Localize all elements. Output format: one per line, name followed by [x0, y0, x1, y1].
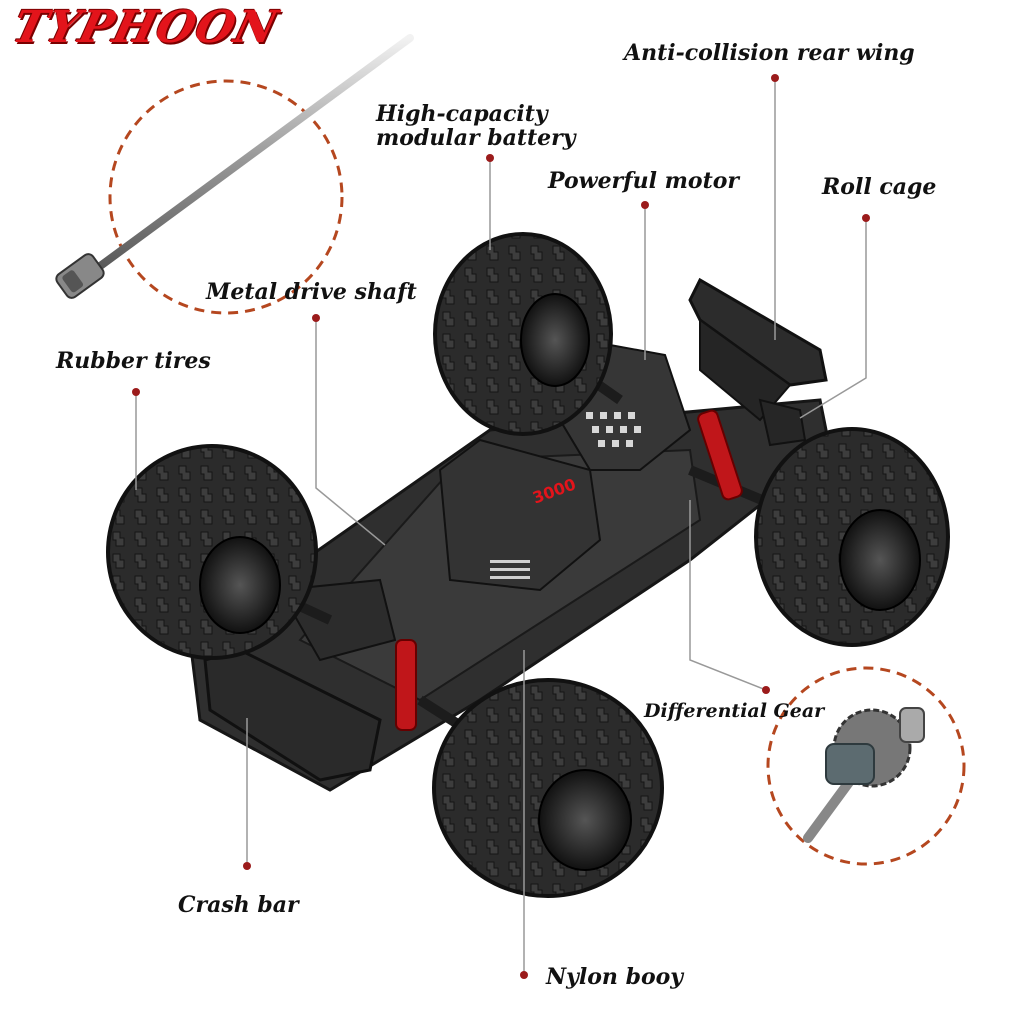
label-differential: Differential Gear — [644, 700, 825, 722]
differential-inset — [766, 666, 966, 866]
dashed-circle — [766, 666, 966, 866]
shock-front-right — [395, 639, 417, 731]
tires — [106, 232, 950, 898]
drive-shaft-inset — [55, 34, 414, 315]
battery-cover — [438, 438, 602, 592]
label-tires: Rubber tires — [56, 348, 211, 374]
callout-line-differential — [689, 500, 767, 691]
label-drive-shaft: Metal drive shaft — [206, 279, 417, 305]
dashed-circle — [108, 79, 344, 315]
drive-shaft-rod — [84, 34, 414, 279]
roll-cage — [758, 398, 807, 447]
tire-front-left — [106, 444, 318, 660]
label-rear-wing: Anti-collision rear wing — [624, 40, 915, 66]
label-nylon-body: Nylon booy — [546, 964, 684, 990]
label-roll-cage: Roll cage — [822, 174, 937, 200]
callout-dots — [132, 74, 870, 979]
front-bulkhead — [278, 578, 397, 662]
drive-shaft-cup — [55, 253, 105, 299]
label-battery-line1: High-capacity — [376, 101, 548, 127]
diff-case — [825, 743, 875, 785]
brand-logo: TYPHOON — [7, 2, 284, 53]
callout-lines — [135, 78, 867, 975]
label-battery-line2: modular battery — [376, 125, 576, 151]
label-motor: Powerful motor — [548, 168, 740, 194]
callout-line-drive-shaft — [315, 318, 386, 546]
tire-rear-left — [433, 232, 613, 436]
shock-rear-right — [697, 409, 743, 501]
tire-front-right — [432, 678, 664, 898]
tire-rear-right — [754, 427, 950, 647]
label-crash-bar: Crash bar — [178, 892, 299, 918]
truck-chassis — [188, 277, 832, 792]
callout-line-roll-cage — [799, 218, 867, 419]
